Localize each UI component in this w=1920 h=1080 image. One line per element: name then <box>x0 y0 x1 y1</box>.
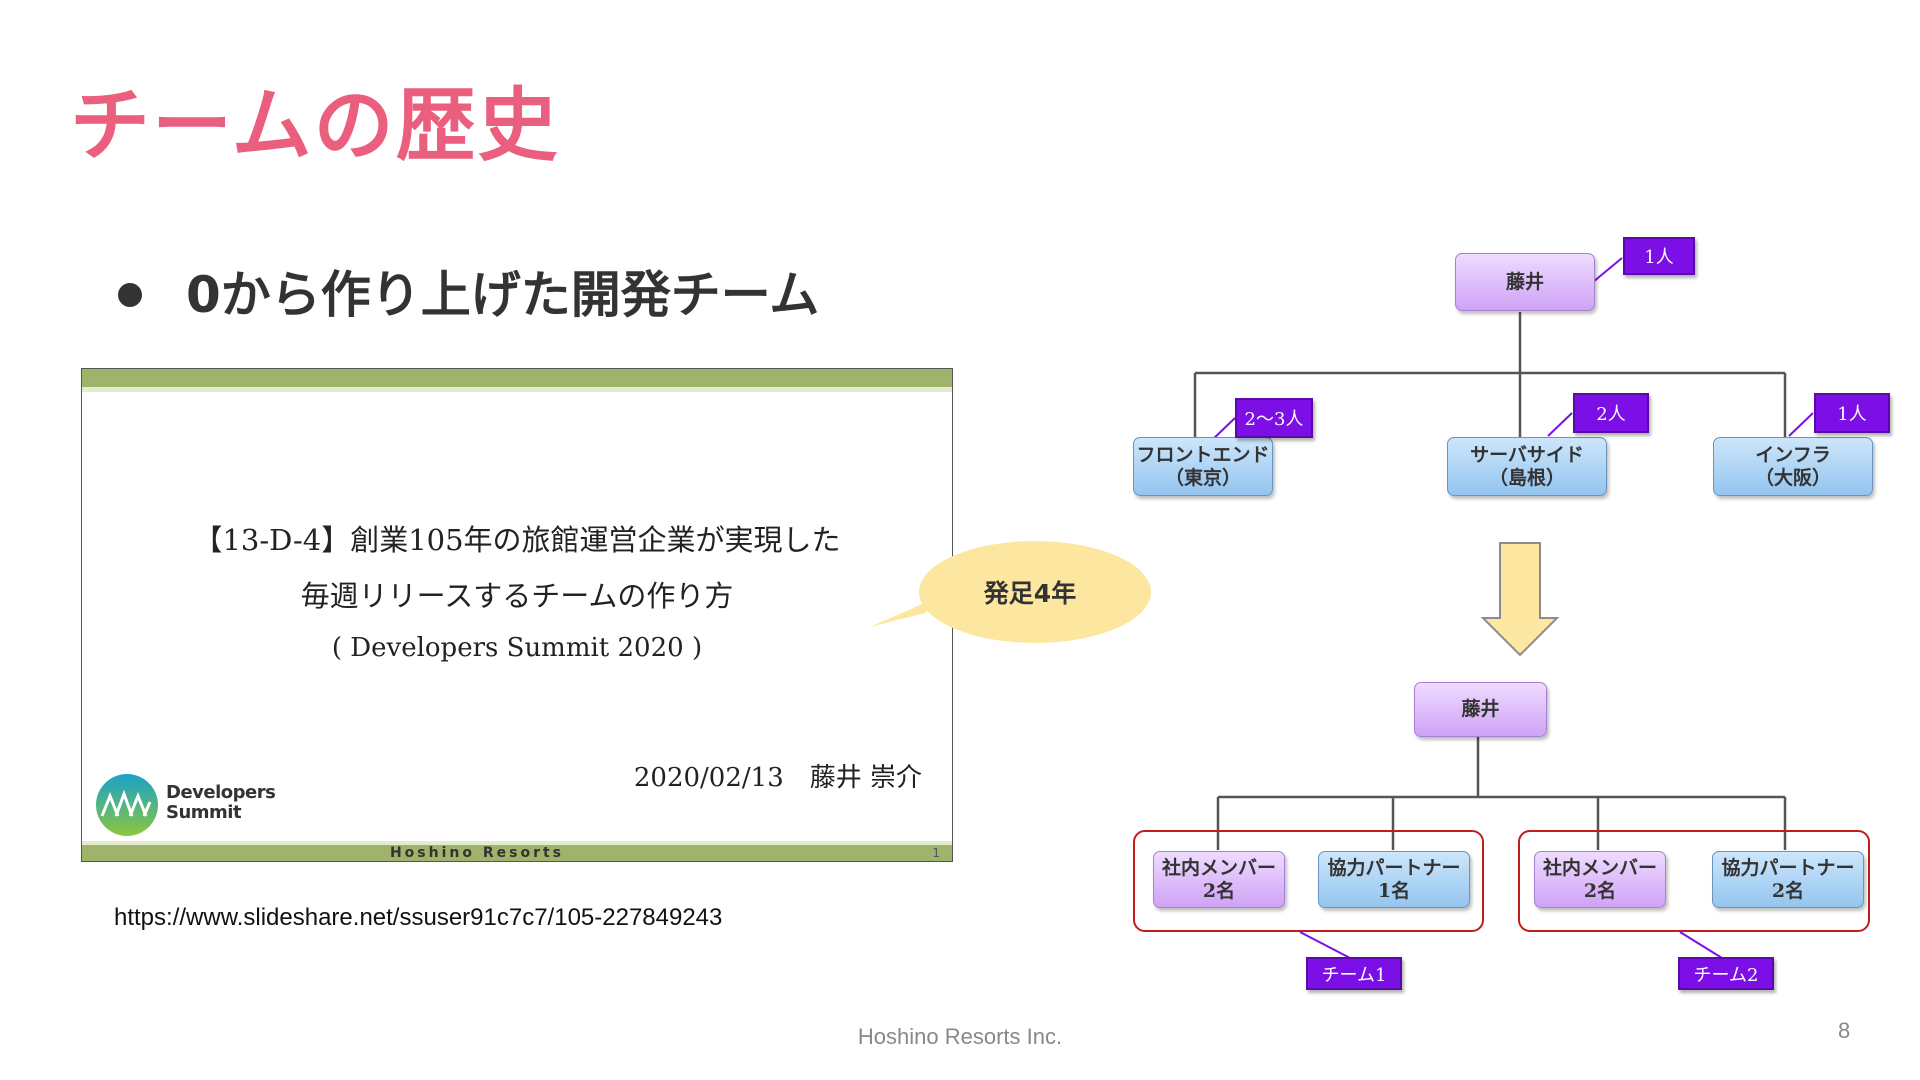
thumbnail-company: Hoshino Resorts <box>389 845 565 861</box>
tag-leader-team2 <box>1679 931 1723 959</box>
footer-company: Hoshino Resorts Inc. <box>857 1024 1063 1049</box>
team1-partner-count: 1名 <box>1377 879 1411 902</box>
thumbnail-page-number: 1 <box>932 846 940 860</box>
tag-leader-root <box>1592 257 1623 283</box>
source-url[interactable]: https://www.slideshare.net/ssuser91c7c7/… <box>114 904 723 931</box>
team1-partner-label: 協力パートナー <box>1327 856 1461 879</box>
thumbnail-bottom-bar <box>82 845 952 861</box>
tag-leader-team1 <box>1299 931 1351 959</box>
infra-label: インフラ <box>1755 443 1831 466</box>
team1-tag: チーム1 <box>1306 957 1402 990</box>
team2-tag: チーム2 <box>1678 957 1774 990</box>
before-root-tag: 1人 <box>1623 237 1695 275</box>
frontend-location: （東京） <box>1164 466 1241 489</box>
developers-summit-logo <box>96 774 158 836</box>
logo-wordmark: Developers Summit <box>166 782 276 823</box>
serverside-location: （島根） <box>1488 466 1565 489</box>
frontend-label: フロントエンド <box>1136 443 1270 466</box>
team2-internal-label: 社内メンバー <box>1542 856 1657 879</box>
serverside-tag: 2人 <box>1573 393 1649 433</box>
slide-title: チームの歴史 <box>70 79 560 172</box>
team2-member-partner: 協力パートナー 2名 <box>1712 851 1864 908</box>
thumbnail-date-author: 2020/02/13 藤井 崇介 <box>633 763 922 793</box>
before-root-name: 藤井 <box>1505 270 1544 293</box>
thumbnail-top-bar-light <box>82 387 952 392</box>
team1-member-internal: 社内メンバー 2名 <box>1153 851 1285 908</box>
tag-leader-infra <box>1788 412 1814 437</box>
before-node-frontend: フロントエンド （東京） <box>1133 437 1273 496</box>
team2-frame <box>1518 830 1870 932</box>
team1-frame <box>1133 830 1484 932</box>
team1-internal-count: 2名 <box>1202 879 1236 902</box>
logo-text-developers: Developers <box>166 782 276 803</box>
team1-member-partner: 協力パートナー 1名 <box>1318 851 1470 908</box>
down-arrow <box>1480 542 1560 657</box>
after-root-node: 藤井 <box>1414 682 1547 737</box>
bullet-text: 0から作り上げた開発チーム <box>186 266 820 324</box>
team2-partner-count: 2名 <box>1771 879 1805 902</box>
before-node-infra: インフラ （大阪） <box>1713 437 1873 496</box>
bullet-point: 0から作り上げた開発チーム <box>118 270 819 320</box>
logo-text-summit: Summit <box>166 802 242 823</box>
team1-internal-label: 社内メンバー <box>1161 856 1276 879</box>
thumbnail-title-line1: 【13-D-4】創業105年の旅館運営企業が実現した <box>193 523 841 557</box>
serverside-label: サーバサイド <box>1470 443 1584 466</box>
team2-partner-label: 協力パートナー <box>1721 856 1855 879</box>
after-root-name: 藤井 <box>1461 698 1500 720</box>
tag-leader-serverside <box>1547 412 1573 437</box>
slide-page-number: 8 <box>1838 1018 1851 1043</box>
thumbnail-title-line2: 毎週リリースするチームの作り方 <box>300 579 734 613</box>
thumbnail-top-bar <box>82 369 952 387</box>
team2-member-internal: 社内メンバー 2名 <box>1534 851 1666 908</box>
thumbnail-bottom-bar-light <box>82 841 952 845</box>
frontend-tag: 2～3人 <box>1235 398 1313 438</box>
infra-tag: 1人 <box>1814 393 1890 433</box>
bullet-dot <box>118 282 142 307</box>
infra-location: （大阪） <box>1754 466 1831 489</box>
speech-bubble-text: 発足4年 <box>983 579 1077 608</box>
before-root-node: 藤井 <box>1455 253 1595 311</box>
before-node-serverside: サーバサイド （島根） <box>1447 437 1607 496</box>
thumbnail-event: ( Developers Summit 2020 ) <box>331 633 703 663</box>
speech-bubble <box>870 541 1151 643</box>
team2-internal-count: 2名 <box>1583 879 1617 902</box>
